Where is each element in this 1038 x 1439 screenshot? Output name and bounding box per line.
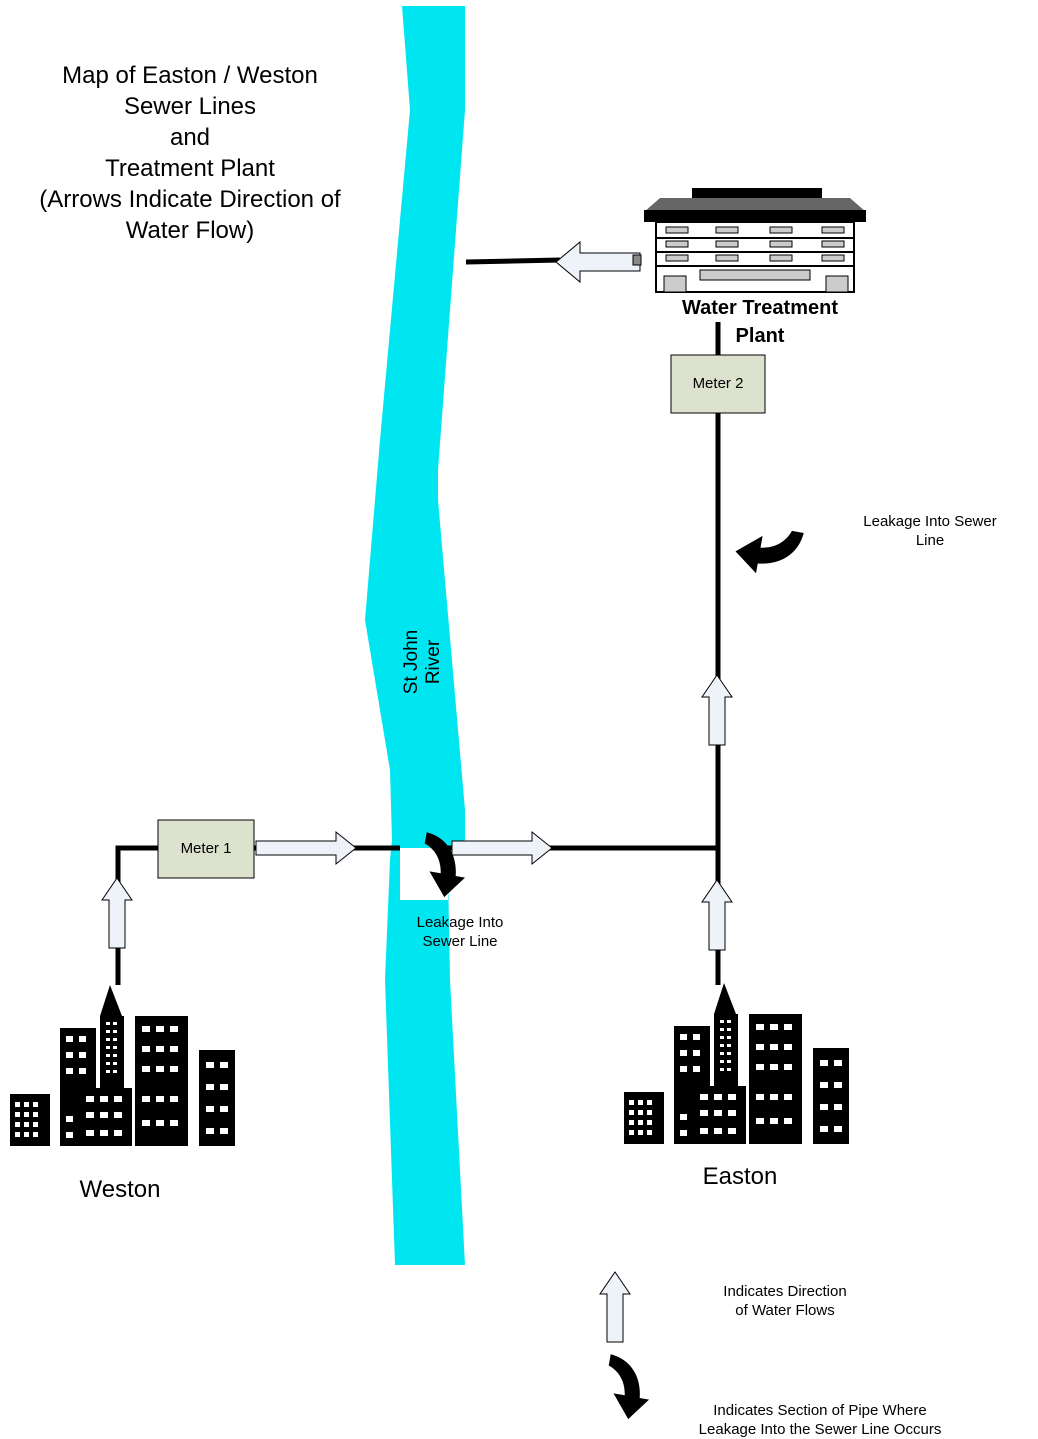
note-line: Leakage Into xyxy=(416,914,504,931)
note-line: Line xyxy=(915,532,945,549)
meter-1-label: Meter 1 xyxy=(180,840,232,857)
legend-line: Indicates Direction xyxy=(723,1283,847,1300)
title-line: (Arrows Indicate Direction of xyxy=(39,186,341,213)
plant-label-line: Plant xyxy=(735,325,785,347)
river-crossing-leakage-note: Leakage Into Sewer Line xyxy=(380,913,540,951)
legend-flow-text: Indicates Direction of Water Flows xyxy=(680,1282,890,1320)
diagram-title: Map of Easton / Weston Sewer Lines and T… xyxy=(0,60,380,246)
treatment-plant-building xyxy=(644,188,866,293)
meter-1-box xyxy=(157,819,255,879)
meter-2-label: Meter 2 xyxy=(692,375,744,392)
legend-flow-arrow-icon xyxy=(599,1271,631,1343)
title-line: Sewer Lines xyxy=(123,93,257,120)
legend-leak-text: Indicates Section of Pipe Where Leakage … xyxy=(660,1401,980,1439)
easton-skyline xyxy=(624,983,849,1144)
east-pipe-leakage-note: Leakage Into Sewer Line xyxy=(820,512,1038,550)
river xyxy=(365,6,465,1265)
meter-2-box xyxy=(670,354,766,414)
easton-label: Easton xyxy=(702,1163,778,1190)
weston-label: Weston xyxy=(79,1176,161,1203)
legend-leak-arrow-icon xyxy=(600,1354,656,1423)
note-line: Leakage Into Sewer xyxy=(863,513,997,530)
legend-line: of Water Flows xyxy=(735,1302,835,1319)
plant-label-line: Water Treatment xyxy=(682,297,838,319)
title-line: Treatment Plant xyxy=(105,155,275,182)
legend-line: Indicates Section of Pipe Where xyxy=(713,1402,927,1419)
weston-skyline xyxy=(10,985,235,1146)
title-line: Map of Easton / Weston xyxy=(62,62,318,89)
river-label: St John River xyxy=(401,629,444,695)
legend-line: Leakage Into the Sewer Line Occurs xyxy=(698,1421,942,1438)
title-line: Water Flow) xyxy=(125,217,255,244)
flow-arrows xyxy=(101,240,733,951)
note-line: Sewer Line xyxy=(422,933,498,950)
plant-label: Water Treatment Plant xyxy=(640,294,880,350)
title-line: and xyxy=(169,124,211,151)
